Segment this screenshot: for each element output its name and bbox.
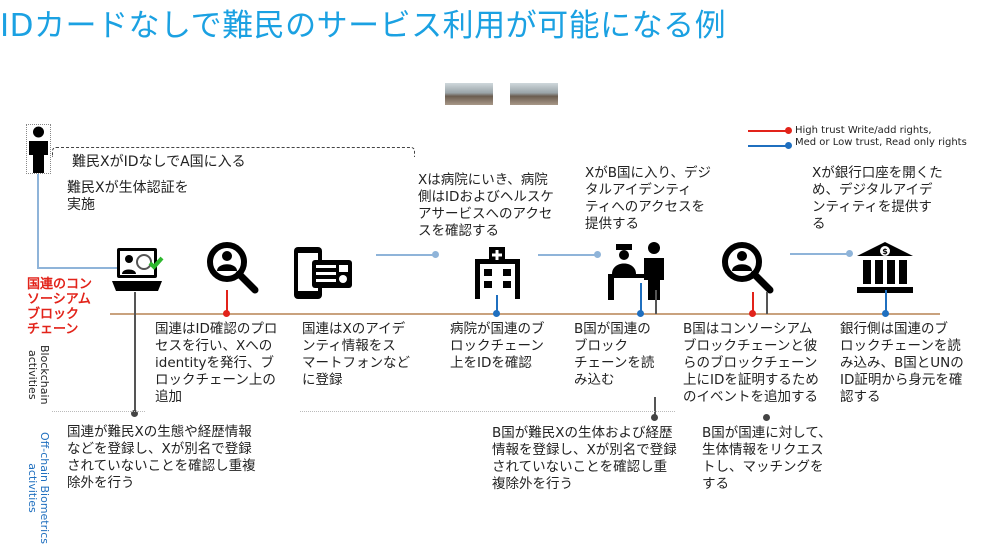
page-title: IDカードなしで難民のサービス利用が可能になる例: [0, 8, 727, 44]
blockchain-activity: 病院が国連のブ ロックチェーン 上をIDを確認: [450, 321, 545, 371]
connector-dot: [846, 250, 853, 257]
connector: [655, 290, 657, 314]
blockchain-activity: B国はコンソーシアム ブロックチェーンと彼 らのブロックチェーン 上にIDを証明…: [683, 321, 819, 405]
blockchain-row-label: Blockchain activities: [26, 345, 51, 405]
connector: [134, 292, 136, 414]
connector-dot: [763, 414, 770, 421]
svg-text:$: $: [882, 247, 888, 256]
connector-dot: [651, 414, 658, 421]
connector-dot: [131, 410, 138, 417]
hospital-icon: [475, 247, 520, 299]
consortium-label: 国連のコン ソーシアム ブロック チェーン: [27, 277, 93, 337]
connector: [37, 267, 117, 269]
legend-line-high: [748, 130, 790, 132]
blockchain-line: [110, 313, 940, 315]
blockchain-activity: 国連はXのアイデ ンティ情報をス マートフォンなど に登録: [302, 321, 410, 388]
connector-dot: [882, 310, 889, 317]
connector: [538, 254, 596, 256]
step-country-b-text: XがB国に入り、デジ タルアイデンティ ティへのアクセスを 提供する: [585, 165, 711, 232]
step-hospital-text: Xは病院にいき、病院 側はIDおよびヘルスケ アサービスへのアクセ スを確認する: [418, 172, 554, 239]
connector-low: [640, 283, 642, 314]
refugee-camp-photo: [445, 83, 493, 105]
row-separator: [300, 411, 675, 412]
legend-dot-low: [785, 142, 792, 149]
legend-dot-high: [785, 127, 792, 134]
connector: [790, 253, 848, 255]
connector: [654, 397, 656, 417]
connector-dot: [637, 310, 644, 317]
legend-high: High trust Write/add rights,: [795, 125, 932, 136]
connector-low: [885, 290, 887, 314]
entry-dashed-path: [52, 147, 415, 157]
connector: [376, 254, 434, 256]
connector: [37, 174, 39, 269]
refugee-camp-photo-2: [510, 83, 558, 105]
immigration-officer-icon: [608, 242, 664, 300]
laptop-biometric-icon: [112, 248, 164, 291]
blockchain-activity: 国連はID確認のプロ セスを行い、Xへの identityを発行、ブ ロックチェ…: [155, 321, 278, 405]
connector: [766, 292, 768, 314]
legend-low: Med or Low trust, Read only rights: [795, 137, 967, 148]
bank-icon: $: [857, 242, 913, 293]
offchain-activity: 国連が難民Xの生態や経歴情報 などを登録し、Xが別名で登録 されていないことを確…: [67, 424, 256, 491]
magnifier-person-icon: [207, 242, 259, 294]
connector-dot: [493, 310, 500, 317]
blockchain-activity: B国が国連の ブロック チェーンを読 み込む: [574, 321, 655, 388]
blockchain-activity: 銀行側は国連のブ ロックチェーンを読 み込み、B国とUNの ID証明から身元を確…: [840, 321, 964, 405]
offchain-activity: B国が国連に対して、 生体情報をリクエス トし、マッチングを する: [702, 425, 832, 492]
step-bank-text: Xが銀行口座を開くた め、デジタルアイデ ンティティを提供す る: [812, 165, 943, 232]
connector-dot: [749, 310, 756, 317]
connector-dot: [223, 310, 230, 317]
legend-line-low: [748, 145, 790, 147]
entry-text: 難民XがIDなしでA国に入る: [72, 154, 246, 170]
connector-dot: [594, 251, 601, 258]
legend: High trust Write/add rights, Med or Low …: [795, 125, 967, 149]
connector-low: [496, 295, 498, 314]
person-icon: [29, 126, 48, 173]
offchain-activity: B国が難民Xの生体および経歴 情報を登録し、Xが別名で登録 されていないことを確…: [492, 425, 677, 492]
person-box: [26, 124, 51, 174]
biometric-text: 難民Xが生体認証を 実施: [67, 180, 189, 213]
smartphone-id-card-icon: [294, 247, 352, 299]
offchain-row-label: Off-chain Biometrics activities: [26, 432, 51, 544]
connector-high: [752, 292, 754, 314]
connector-dot: [432, 251, 439, 258]
connector-high: [226, 290, 228, 314]
magnifier-person-icon-2: [722, 242, 774, 294]
row-separator: [52, 411, 145, 412]
